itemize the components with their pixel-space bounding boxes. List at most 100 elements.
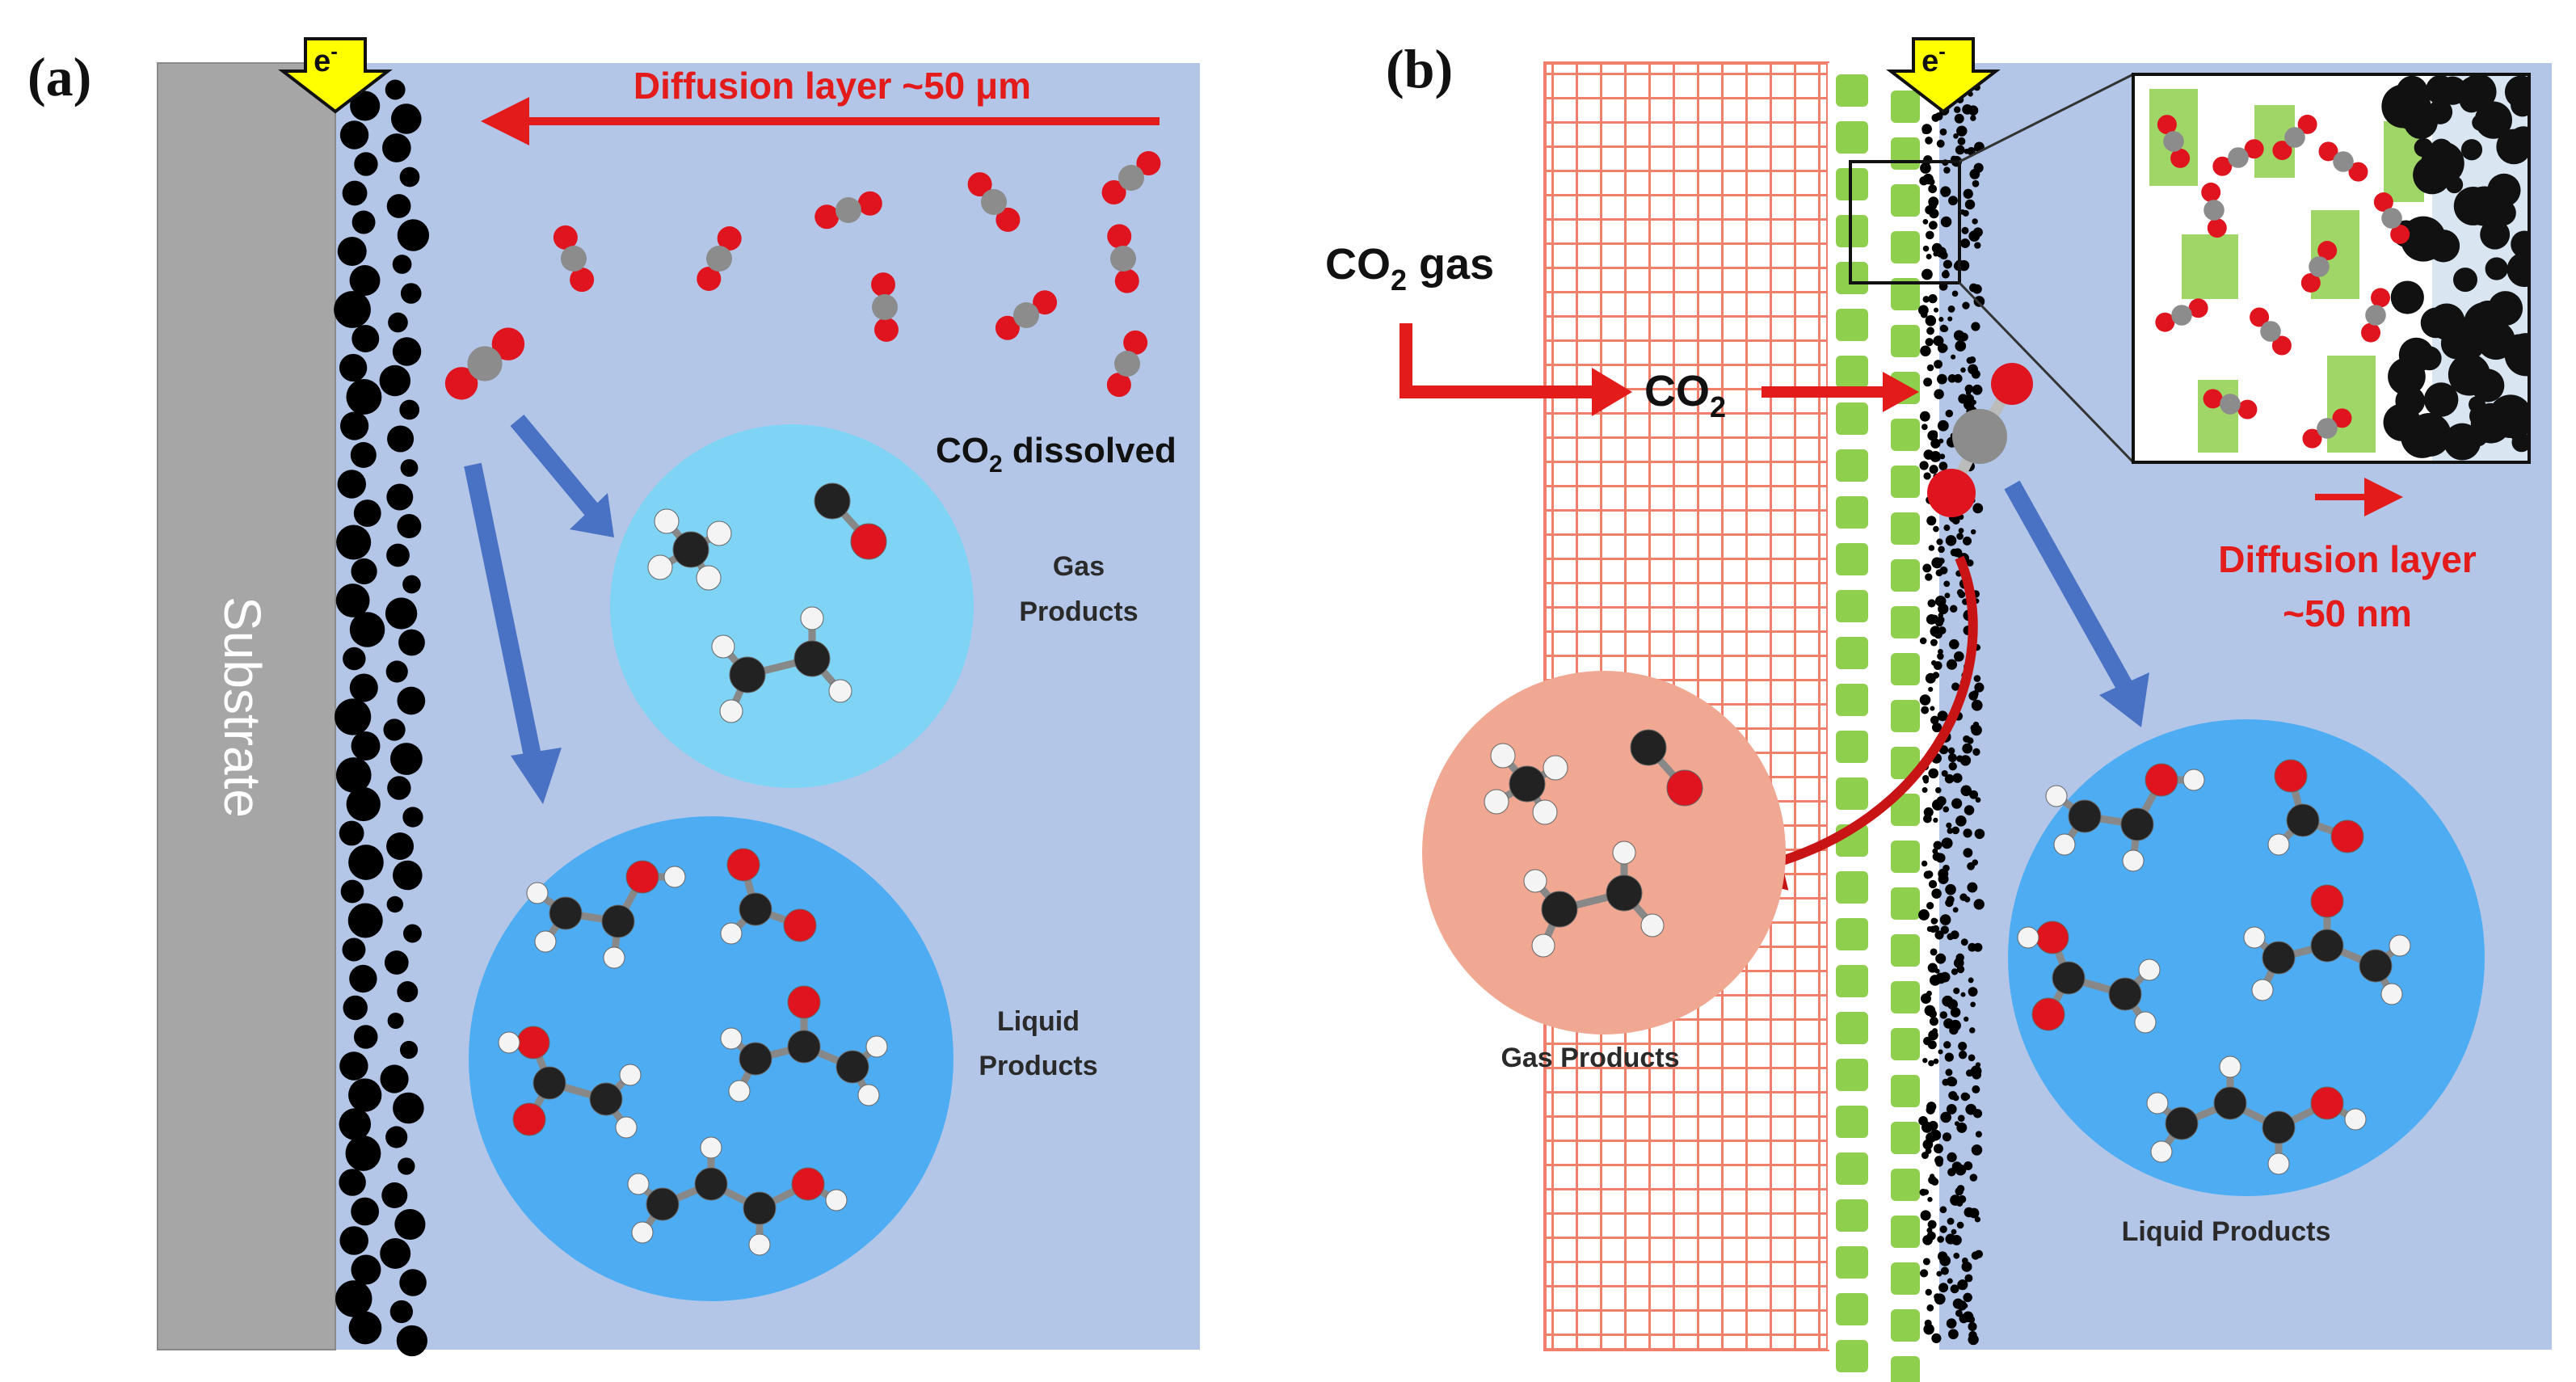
- catalyst-particle: [346, 786, 381, 822]
- microporous-block: [1836, 356, 1868, 388]
- microporous-block: [1836, 777, 1868, 810]
- product-molecule: [1523, 841, 1665, 958]
- electron-label-b: e-: [1921, 39, 1946, 78]
- microporous-block: [1836, 1152, 1868, 1185]
- co2-molecule: [2201, 182, 2227, 238]
- microporous-block: [1891, 1309, 1920, 1342]
- catalyst-particle: [346, 379, 382, 415]
- microporous-block: [1891, 1122, 1920, 1154]
- microporous-block: [1836, 309, 1868, 341]
- catalyst-particle: [340, 879, 364, 904]
- catalyst-particle: [387, 425, 415, 453]
- catalyst-particle: [386, 895, 404, 913]
- catalyst-particle: [385, 1126, 408, 1148]
- catalyst-particle: [349, 612, 385, 647]
- catalyst-particle: [345, 1136, 381, 1171]
- catalyst-particle: [402, 924, 422, 943]
- microporous-block: [1891, 653, 1920, 685]
- dissolved-co2-molecules: [444, 150, 1161, 400]
- microporous-block: [1836, 449, 1868, 482]
- gas-product-molecules-a: [647, 482, 887, 723]
- catalyst-particle: [339, 1169, 366, 1196]
- product-molecule: [2017, 921, 2161, 1034]
- microporous-block: [1836, 684, 1868, 716]
- microporous-block: [1891, 794, 1920, 826]
- liquid-products-label-a: Liquid: [997, 1006, 1080, 1037]
- catalyst-particle: [381, 1182, 408, 1209]
- catalyst-particle: [402, 575, 421, 594]
- catalyst-particle: [339, 353, 368, 382]
- microporous-block: [1891, 559, 1920, 592]
- catalyst-particle: [398, 629, 425, 656]
- electron-label-a: e-: [314, 39, 338, 78]
- catalyst-particle: [343, 647, 366, 671]
- microporous-block: [1836, 871, 1868, 904]
- catalyst-particle: [334, 698, 372, 735]
- co2-molecule: [2250, 307, 2292, 356]
- catalyst-particle: [351, 325, 380, 352]
- catalyst-particle: [383, 718, 406, 741]
- microporous-block: [1891, 278, 1920, 310]
- catalyst-particle: [399, 399, 420, 420]
- catalyst-particle: [385, 597, 418, 630]
- product-molecule: [814, 482, 887, 560]
- catalyst-particle: [339, 1108, 372, 1140]
- adsorbed-co2: [1927, 363, 2033, 517]
- microporous-block: [1891, 1262, 1920, 1295]
- liquid-product-molecules-b: [2017, 759, 2411, 1175]
- product-molecule: [526, 860, 686, 969]
- electron-arrow-b: e-: [1886, 37, 2001, 114]
- catalyst-particle: [339, 1051, 368, 1081]
- microporous-block: [1891, 841, 1920, 873]
- microporous-block: [1836, 965, 1868, 997]
- catalyst-particle: [336, 525, 372, 560]
- zoom-region: [1849, 160, 1961, 284]
- liquid-products-label-a-2: Products: [979, 1051, 1097, 1081]
- catalyst-particle: [348, 845, 384, 880]
- co2-molecule: [2155, 298, 2208, 332]
- co2-molecule: [2212, 139, 2264, 176]
- microporous-block: [1891, 184, 1920, 217]
- catalyst-particle: [348, 1078, 382, 1112]
- catalyst-particle: [335, 584, 370, 617]
- gas-products-label-b: Gas Products: [1501, 1043, 1679, 1073]
- catalyst-particle: [386, 832, 415, 860]
- co2-molecule: [1101, 150, 1161, 205]
- blue-arrow-b: [2004, 480, 2149, 727]
- catalyst-particle: [349, 964, 377, 993]
- catalyst-particle: [351, 731, 381, 761]
- microporous-block: [1836, 590, 1868, 622]
- co2-dissolved-label: CO2 dissolved: [936, 431, 1176, 478]
- liquid-products-circle-b: [2008, 719, 2485, 1196]
- catalyst-particle: [339, 820, 364, 846]
- microporous-block: [1836, 1199, 1868, 1232]
- diffusion-label-a: Diffusion layer ~50 μm: [633, 65, 1031, 107]
- catalyst-particle: [349, 673, 378, 702]
- product-molecule: [2243, 884, 2411, 1005]
- electron-arrow-a: e-: [278, 37, 393, 114]
- substrate-label: Substrate: [213, 596, 271, 818]
- co2-feed-arrow: [1400, 323, 1596, 398]
- microporous-block: [1891, 466, 1920, 498]
- catalyst-particle: [335, 757, 372, 793]
- microporous-block: [1891, 91, 1920, 123]
- microporous-block: [1891, 981, 1920, 1013]
- product-molecule: [647, 508, 732, 591]
- microporous-block: [1891, 1075, 1920, 1107]
- co2-molecule: [2373, 192, 2410, 244]
- catalyst-particle: [342, 180, 368, 206]
- catalyst-particle: [399, 1040, 419, 1060]
- catalyst-particle: [351, 1254, 381, 1285]
- catalyst-particle: [392, 337, 422, 366]
- catalyst-particle: [398, 1157, 415, 1175]
- gas-products-label-a-2: Products: [1019, 596, 1138, 627]
- co2-molecule: [871, 272, 899, 342]
- catalyst-particle: [350, 91, 381, 121]
- catalyst-particle: [348, 1311, 382, 1345]
- microporous-block: [1891, 700, 1920, 732]
- microporous-block: [1836, 918, 1868, 950]
- catalyst-particle: [337, 470, 366, 499]
- product-molecule: [2267, 759, 2364, 856]
- liquid-product-molecules-a: [498, 848, 888, 1256]
- microporous-block: [1836, 496, 1868, 529]
